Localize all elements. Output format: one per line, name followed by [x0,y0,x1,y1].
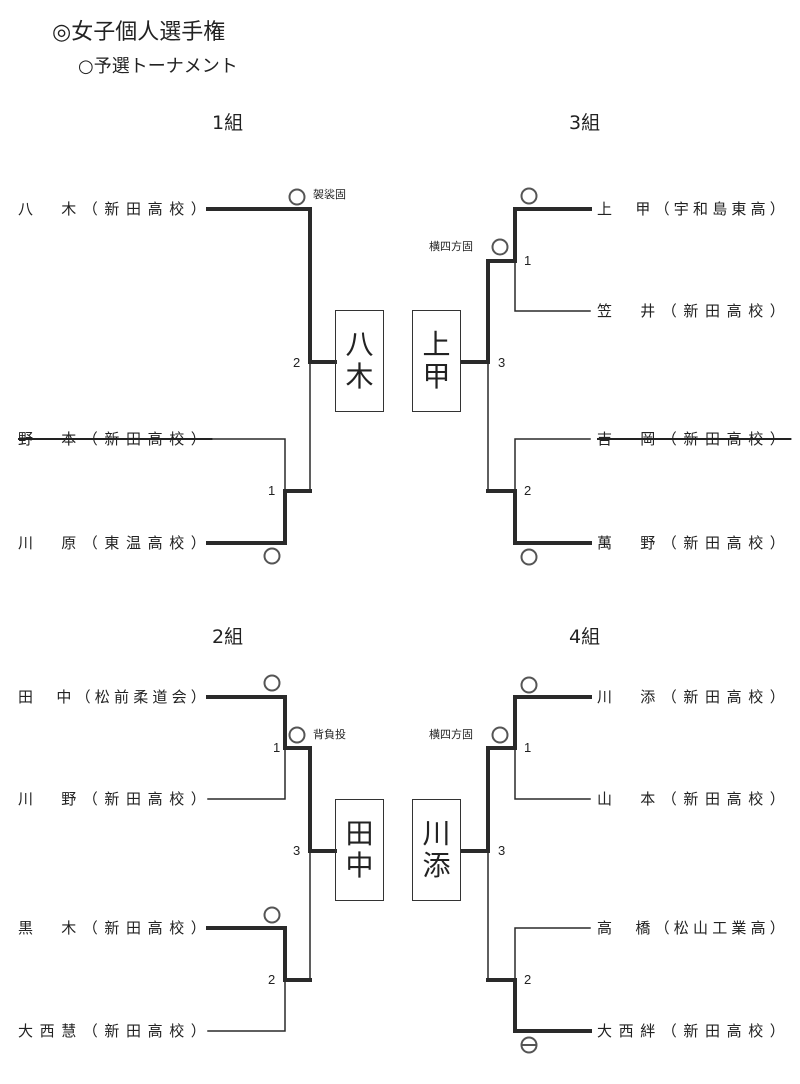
player-name: 大西慧（新田高校） [18,1022,213,1040]
group-1-winner-box: 八 木 [335,310,384,412]
win-mark-icon [520,187,538,205]
match-number: 2 [268,972,276,987]
match-number: 3 [498,355,506,370]
winner-char: 木 [345,360,374,393]
win-mark-icon [263,906,281,924]
player-name: 山 本（新田高校） [597,790,792,808]
group-2-label: 2組 [212,626,244,648]
winner-char: 上 [422,328,451,361]
match-number: 3 [498,843,506,858]
group-3-winner-box: 上 甲 [412,310,461,412]
win-mark-icon [520,548,538,566]
group-4-winner-box: 川 添 [412,799,461,901]
win-mark-icon [263,674,281,692]
page-title: ◎女子個人選手権 [52,20,226,45]
group-3-bracket [461,207,592,545]
winner-char: 八 [345,328,374,361]
winner-char: 中 [345,849,374,882]
match-number: 2 [524,483,532,498]
group-3-label: 3組 [569,112,601,134]
match-number: 3 [293,843,301,858]
group-2-winner-box: 田 中 [335,799,384,901]
player-name: 川 添（新田高校） [597,688,792,706]
player-name: 川 原（東温高校） [18,534,213,552]
match-number: 2 [524,972,532,987]
win-mark-icon [520,676,538,694]
player-name: 高 橋（松山工業高） [597,919,790,937]
match-number: 2 [293,355,301,370]
group-1-bracket [206,207,337,545]
win-mark-icon [491,238,509,256]
player-name: 田 中（松前柔道会） [18,688,211,706]
page-subtitle: ○予選トーナメント [78,56,238,77]
player-name-withdrawn: 吉 岡（新田高校） [597,430,792,448]
group-4-bracket [461,695,592,1033]
winner-char: 川 [422,817,451,850]
player-name: 萬 野（新田高校） [597,534,792,552]
winner-char: 甲 [422,360,451,393]
win-mark-icon [491,726,509,744]
win-mark-icon [288,726,306,744]
player-name-withdrawn: 野 本（新田高校） [18,430,213,448]
player-name: 上 甲（宇和島東高） [597,200,790,218]
match-number: 1 [268,483,276,498]
player-name: 笠 井（新田高校） [597,302,792,320]
group-4-label: 4組 [569,626,601,648]
group-1-label: 1組 [212,112,244,134]
group-2-bracket [206,695,337,1032]
winner-char: 田 [345,817,374,850]
technique-label: 背負投 [313,728,346,741]
winner-char: 添 [422,849,451,882]
win-mark-icon [263,547,281,565]
player-name: 八 木（新田高校） [18,200,213,218]
player-name: 大西絆（新田高校） [597,1022,792,1040]
win-mark-icon [288,188,306,206]
technique-label: 横四方固 [429,240,473,253]
match-number: 1 [524,253,532,268]
player-name: 川 野（新田高校） [18,790,213,808]
technique-label: 横四方固 [429,728,473,741]
player-name: 黒 木（新田高校） [18,919,213,937]
technique-label: 袈裟固 [313,188,346,201]
match-number: 1 [524,740,532,755]
match-number: 1 [273,740,281,755]
